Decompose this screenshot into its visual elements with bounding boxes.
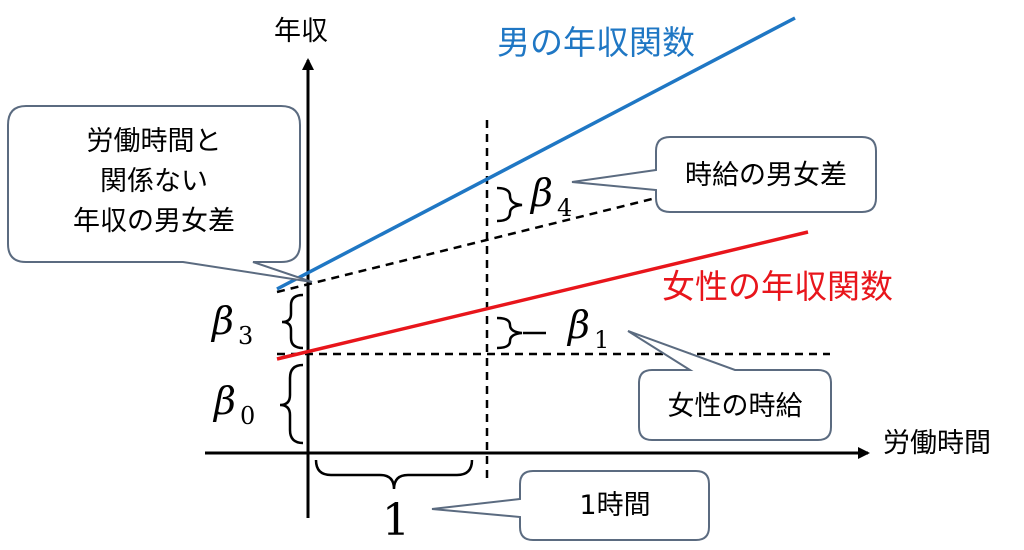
beta3-brace — [281, 293, 304, 350]
intercept-gap-text-line3: 年収の男女差 — [73, 206, 235, 237]
one-hour-brace — [314, 459, 474, 490]
intercept-gap-text-line1: 労働時間と — [87, 126, 222, 157]
y-axis-label: 年収 — [274, 16, 328, 47]
female-wage-text: 女性の時給 — [668, 391, 803, 422]
intercept-gap-text-line2: 関係ない — [100, 166, 208, 197]
beta4-brace — [496, 186, 523, 223]
one-symbol: 1 — [382, 495, 410, 546]
beta4-symbol: β 4 — [529, 171, 572, 222]
female-income-line — [276, 230, 809, 361]
beta1-base: β — [566, 303, 590, 347]
intercept-gap-callout — [7, 105, 313, 283]
male-line-label: 男の年収関数 — [497, 23, 695, 62]
beta4-subscript: 4 — [557, 194, 572, 222]
beta1-brace — [496, 316, 523, 350]
wage-gap-text: 時給の男女差 — [685, 160, 847, 191]
one-hour-callout — [431, 470, 710, 541]
beta0-brace — [279, 363, 304, 445]
beta0-base: β — [212, 379, 236, 423]
x-axis-label: 労働時間 — [883, 428, 991, 459]
beta3-subscript: 3 — [238, 322, 253, 350]
female-line-label: 女性の年収関数 — [662, 267, 893, 306]
beta4-base: β — [529, 171, 553, 215]
beta0-symbol: β 0 — [212, 379, 255, 430]
beta1-subscript: 1 — [594, 326, 609, 354]
female-wage-callout — [627, 330, 832, 441]
beta3-symbol: β 3 — [210, 299, 253, 350]
one-hour-text: 1時間 — [579, 490, 650, 521]
wage-gap-callout — [571, 136, 877, 213]
male-intercept-dashed-line — [276, 193, 669, 294]
beta1-symbol: β 1 — [566, 303, 609, 354]
beta3-base: β — [210, 299, 234, 343]
beta0-subscript: 0 — [240, 402, 255, 430]
male-income-line — [276, 16, 796, 291]
